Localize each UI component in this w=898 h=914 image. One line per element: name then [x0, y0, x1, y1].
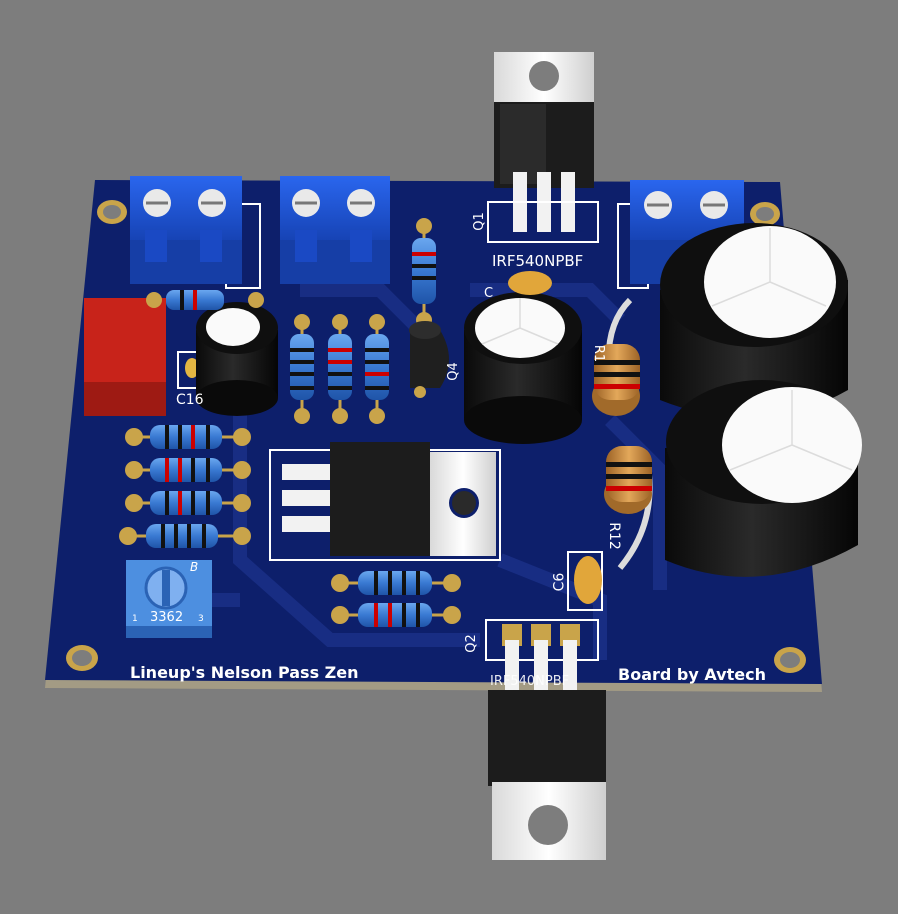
resistor-tan-r12: [604, 446, 653, 570]
resistor-bottom-2: [331, 603, 461, 627]
terminal-block-input: [130, 176, 261, 289]
trimmer-code: 3362: [150, 610, 184, 625]
designator-q2: Q2: [463, 634, 479, 653]
ceramic-capacitor-c6: [567, 551, 603, 611]
designator-r-side: R1: [591, 344, 607, 363]
mounting-hole: [774, 647, 806, 673]
designator-c6: C6: [551, 572, 568, 592]
resistor-left-2: [125, 458, 251, 482]
resistor-left-4: [119, 524, 251, 548]
regulator-center: [269, 442, 501, 561]
electrolytic-capacitor-large-1: [660, 223, 848, 418]
board-title-right: Board by Avtech: [618, 665, 766, 684]
resistor-vertical-1: [290, 314, 314, 424]
resistor-left-1: [125, 425, 251, 449]
resistor-vertical-2: [328, 314, 352, 424]
designator-q1: Q1: [471, 212, 487, 231]
resistor-top-left: [146, 290, 264, 310]
transistor-q4: [409, 321, 449, 398]
electrolytic-capacitor-mid: [464, 292, 582, 444]
designator-r12: R12: [605, 522, 622, 550]
resistor-vertical-top: [412, 218, 436, 328]
designator-c-top: C: [484, 286, 494, 301]
mounting-hole: [750, 202, 780, 226]
part-number-q2: IRF540NPBF: [490, 674, 570, 689]
ceramic-capacitor-top: [508, 271, 552, 295]
resistor-left-3: [125, 491, 251, 515]
part-number-q1: IRF540NPBF: [492, 252, 584, 270]
resistor-bottom-1: [331, 571, 461, 595]
designator-q4: Q4: [445, 362, 461, 381]
resistor-vertical-3: [365, 314, 389, 424]
trimmer-pin3: 3: [198, 614, 204, 624]
trimmer-potentiometer: [126, 560, 212, 638]
mounting-hole: [97, 200, 127, 224]
electrolytic-capacitor-large-2: [665, 380, 862, 577]
terminal-block-power: [280, 176, 390, 284]
electrolytic-capacitor-small: [196, 302, 278, 416]
film-capacitor: [84, 298, 166, 416]
designator-c16: C16: [176, 392, 204, 408]
resistor-tan-r1: [592, 297, 640, 416]
board-title-left: Lineup's Nelson Pass Zen: [130, 663, 359, 682]
mosfet-q1: [487, 52, 599, 243]
mosfet-q2: [485, 619, 606, 860]
trimmer-pin1: 1: [132, 614, 138, 624]
mounting-hole: [66, 645, 98, 671]
trimmer-mark: B: [190, 560, 199, 574]
